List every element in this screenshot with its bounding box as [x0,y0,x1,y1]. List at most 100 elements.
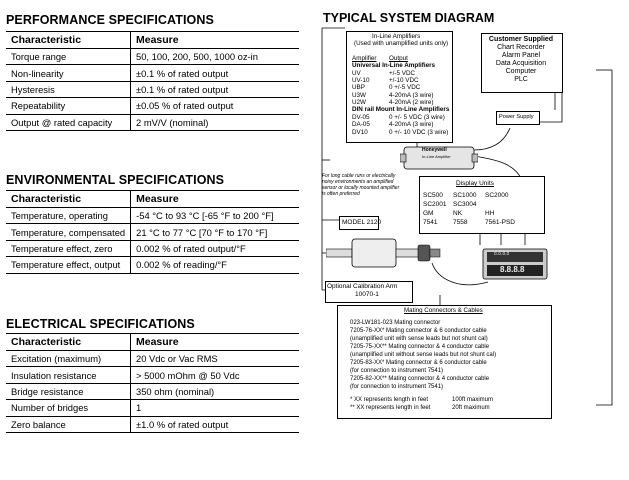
cell: Temperature effect, zero [6,240,132,258]
inline-amp-model: U3W [352,92,366,99]
cell: 0.002 % of reading/°F [130,256,299,274]
cell: Excitation (maximum) [6,350,131,368]
cell: ±0.1 % of rated output [130,81,299,99]
cell: ±1.0 % of rated output [130,416,299,433]
mating-note: * XX represents length in feet [350,397,429,403]
cell: 2 mV/V (nominal) [130,114,299,131]
model-label: MODEL 2120 [342,219,382,226]
table-row: Zero balance±1.0 % of rated output [6,416,299,433]
inline-amp-model: UBP [352,84,365,91]
diagram-title: TYPICAL SYSTEM DIAGRAM [323,11,495,25]
note-line: For long cable runs or electrically [322,173,396,179]
column-header: Measure [130,190,299,208]
cell: Number of bridges [6,399,131,417]
mating-note-value: 100ft maximum [452,397,494,403]
inline-amp-model: DV10 [352,129,368,136]
display-instrument-icon [482,248,548,280]
amplifier-sub: In-Line Amplifier [422,154,451,159]
display-units-title: Display Units [456,180,494,187]
mating-note-value: 20ft maximum [452,405,490,411]
power-supply-label: Power Supply [499,114,534,120]
inline-amplifier-box [346,31,453,143]
inline-amplifier-device-icon [400,146,478,170]
mating-line: (for connection to instrument 7541) [350,384,444,390]
electrical-title: ELECTRICAL SPECIFICATIONS [6,317,195,331]
column-header: Characteristic [6,31,131,49]
cell: ±0.05 % of rated output [130,97,299,115]
note-line: is often preferred [322,191,360,197]
customer-supplied-box [481,33,563,93]
torque-sensor-icon [326,238,441,268]
environmental-title: ENVIRONMENTAL SPECIFICATIONS [6,173,225,187]
inline-amp-heading: In-Line Amplifiers [372,33,421,40]
display-model: 7541 [423,219,438,226]
cell: Hysteresis [6,81,131,99]
table-row: Repeatability±0.05 % of rated output [6,97,299,115]
cell: Bridge resistance [6,383,131,401]
inline-amp-section: DIN rail Mount In-Line Amplifiers [352,106,450,113]
cell: Zero balance [6,416,131,433]
display-model: 7558 [453,219,468,226]
mating-line: 7205-82-XX** Mating connector & 4 conduc… [350,376,490,382]
customer-item: Computer [505,68,537,75]
inline-amp-col-amplifier: Amplifier [352,55,377,62]
column-header: Measure [130,333,299,351]
mating-note: ** XX represents length in feet [350,405,431,411]
amplifier-brand: Honeywell [422,147,447,153]
power-supply-box [496,111,540,125]
inline-amp-model: UV-10 [352,77,370,84]
inline-amp-model: U2W [352,99,366,106]
cell: Insulation resistance [6,366,131,384]
inline-amp-output: 0 +/- 5 VDC (3 wire) [389,114,445,121]
cell: Temperature, compensated [6,223,132,241]
mating-line: (unamplified unit with sense leads but n… [350,336,488,342]
inline-amp-model: UV [352,70,361,77]
inline-amp-section: Universal In-Line Amplifiers [352,62,436,69]
performance-title: PERFORMANCE SPECIFICATIONS [6,13,214,27]
display-model: HH [485,210,495,217]
column-header: Measure [130,31,299,49]
table-row: Excitation (maximum)20 Vdc or Vac RMS [6,350,299,368]
note-line: sensor or locally mounted amplifier [322,185,400,191]
display-units-box [419,176,545,234]
display-readout-top: 8.8.8.8 [494,251,510,257]
table-header-row: Characteristic Measure [6,31,299,49]
customer-item: Alarm Panel [501,52,541,59]
display-model: SC3004 [453,201,477,208]
inline-amp-subheading: (Used with unamplified units only) [354,40,449,47]
mating-title: Mating Connectors & Cables [404,307,483,314]
display-model: SC500 [423,192,443,199]
customer-item: PLC [514,76,528,83]
mating-line: (for connection to instrument 7541) [350,368,444,374]
calibration-arm-part: 10070-1 [355,291,379,298]
display-model: NK [453,210,463,217]
cell: 350 ohm (nominal) [130,383,299,401]
table-row: Temperature, operating-54 °C to 93 °C [-… [6,207,299,225]
mating-line: 023-LW181-023 Mating connector [350,320,441,326]
note-line: noisy environments an amplified [322,179,394,185]
display-model: SC2000 [485,192,509,199]
cell: Temperature effect, output [6,256,132,274]
inline-amp-output: +/-5 VDC [389,70,416,77]
display-model: 7561-PSD [485,219,515,226]
customer-item: Chart Recorder [497,44,545,51]
cell: 0.002 % of rated output/°F [130,240,299,258]
inline-amp-col-output: Output [389,55,408,62]
cell: ±0.1 % of rated output [130,64,299,82]
inline-amp-output: 4-20mA (2 wire) [389,99,434,106]
cell: Non-linearity [6,64,131,82]
display-readout-bottom: 8.8.8.8 [500,265,525,274]
cell: Output @ rated capacity [6,114,131,131]
calibration-arm-label: Optional Calibration Arm [327,283,398,290]
cell: > 5000 mOhm @ 50 Vdc [130,366,299,384]
cell: Torque range [6,48,131,66]
environmental-table: Characteristic Measure Temperature, oper… [6,190,299,274]
